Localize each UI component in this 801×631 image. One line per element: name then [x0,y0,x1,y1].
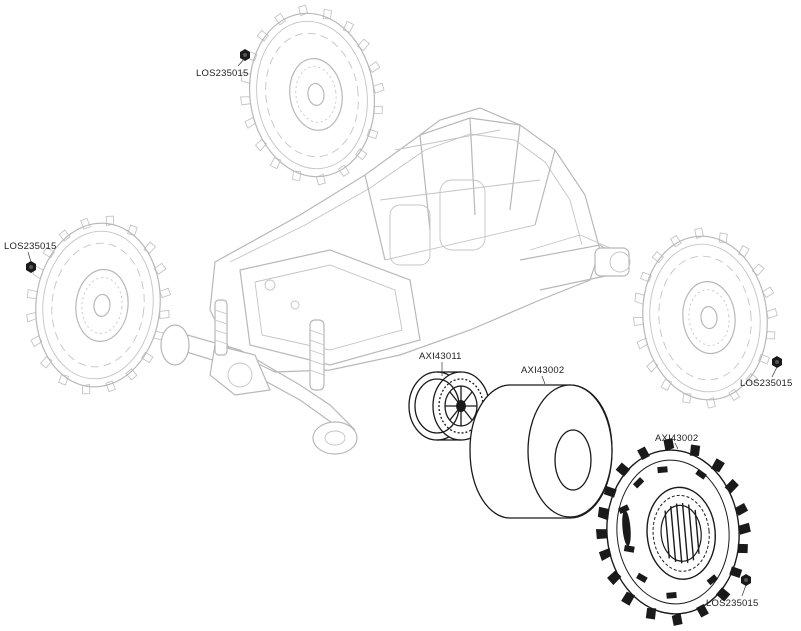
chassis-frame [160,107,631,455]
nut-right-icon [772,356,782,368]
tire-front-left-ghost [228,0,397,195]
nut-left-icon [26,261,36,273]
foam-insert [469,384,613,519]
nut-bottom-right-icon [741,574,751,586]
tire-left-ghost [17,207,180,403]
label-nut-right: LOS235015 [740,378,793,389]
nut-top-left-icon [240,49,250,61]
label-foam-insert: AXI43002 [521,365,564,376]
label-nut-bottom-right: LOS235015 [706,598,759,609]
label-nut-left: LOS235015 [4,241,57,252]
label-tire: AXI43002 [655,433,698,444]
label-nut-top-left: LOS235015 [196,68,249,79]
label-wheel-rim: AXI43011 [419,351,462,362]
tire-detailed [595,438,751,626]
